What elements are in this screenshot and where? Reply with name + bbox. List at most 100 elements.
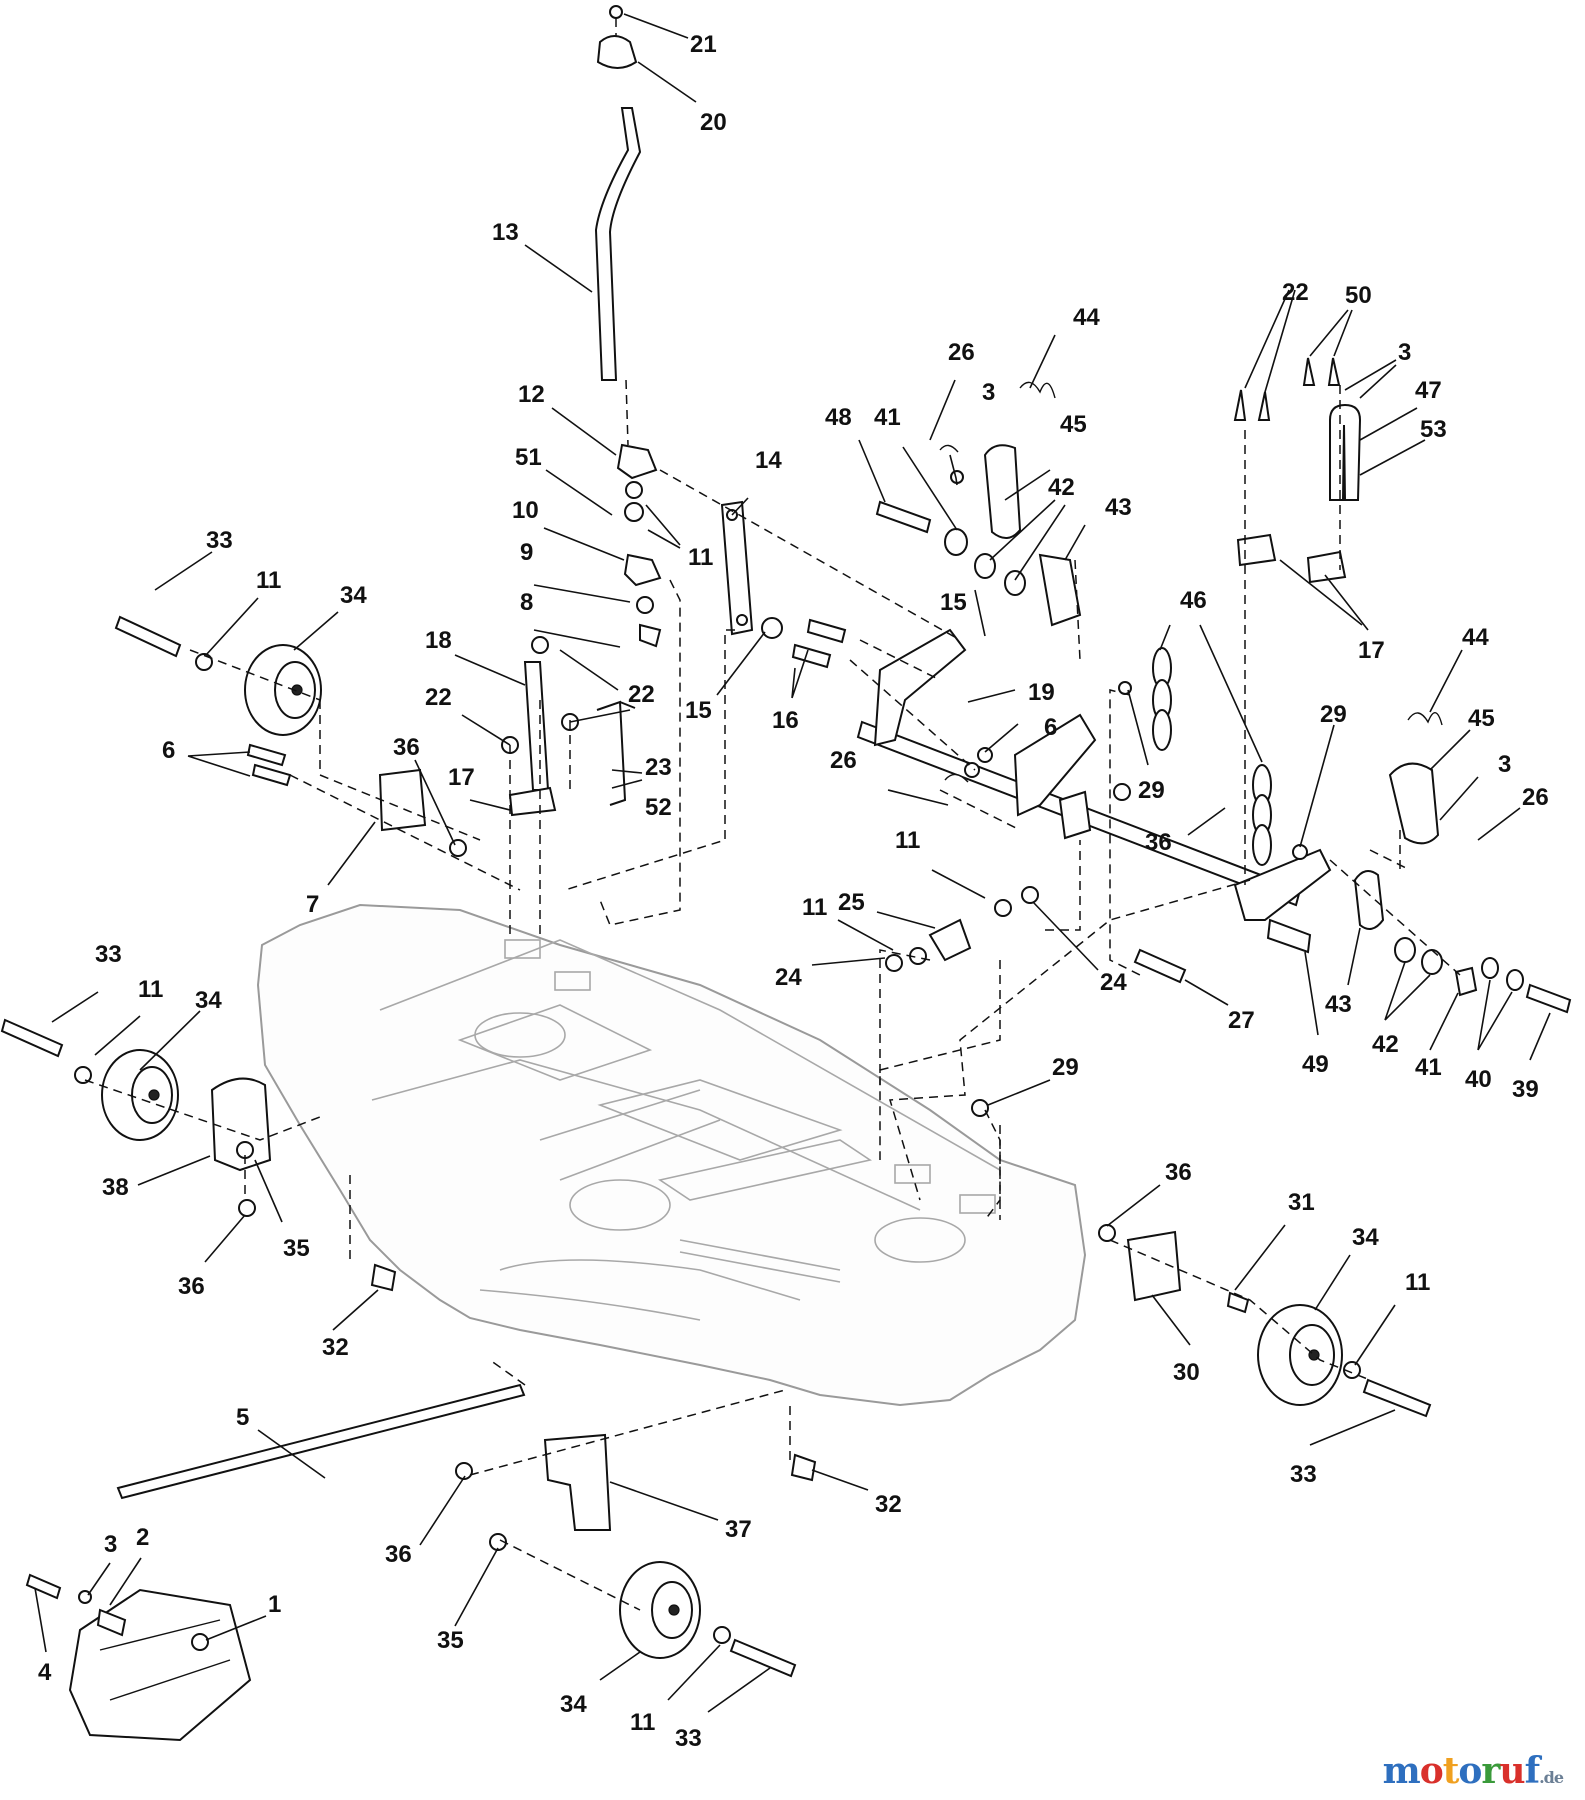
callout-34d: 34 — [560, 1691, 587, 1718]
callout-47: 47 — [1415, 377, 1442, 404]
callout-35: 35 — [283, 1235, 310, 1262]
gauge-wheel-part — [101, 1049, 179, 1141]
callout-8: 8 — [520, 589, 533, 616]
callout-23: 23 — [645, 754, 672, 781]
callout-48: 48 — [825, 404, 852, 431]
callout-52: 52 — [645, 794, 672, 821]
callout-11e: 11 — [138, 976, 163, 1003]
lift-arm-part — [873, 628, 967, 747]
watermark-letter: r — [1481, 1750, 1500, 1792]
callout-25: 25 — [838, 889, 865, 916]
spring-part — [1407, 712, 1443, 726]
callout-42: 42 — [1048, 474, 1075, 501]
callout-3: 3 — [982, 379, 995, 406]
callout-12: 12 — [518, 381, 545, 408]
callout-35b: 35 — [437, 1627, 464, 1654]
callout-11g: 11 — [630, 1709, 655, 1736]
callout-22: 22 — [628, 681, 655, 708]
bushing-part — [928, 918, 972, 962]
callout-26c: 26 — [1522, 784, 1549, 811]
callout-13: 13 — [492, 219, 519, 246]
gauge-wheel-part — [244, 644, 322, 736]
callout-50: 50 — [1345, 282, 1372, 309]
clip-part — [508, 786, 557, 817]
callout-42b: 42 — [1372, 1031, 1399, 1058]
u-link-part — [1329, 403, 1362, 501]
pivot-part — [623, 553, 662, 587]
callout-34c: 34 — [1352, 1224, 1379, 1251]
callout-17b: 17 — [1358, 637, 1385, 664]
callout-26b: 26 — [830, 747, 857, 774]
callout-40: 40 — [1465, 1066, 1492, 1093]
callout-3b: 3 — [1398, 339, 1411, 366]
lift-link — [720, 500, 783, 639]
left-bracket-part — [378, 768, 427, 832]
chain-part — [1152, 647, 1172, 751]
callout-45: 45 — [1060, 411, 1087, 438]
bolt-part — [0, 1018, 64, 1058]
wheel-bracket-part — [1126, 1230, 1182, 1302]
callout-26: 26 — [948, 339, 975, 366]
watermark-letter: f — [1524, 1750, 1540, 1792]
callout-6b: 6 — [1044, 714, 1057, 741]
callout-38: 38 — [102, 1174, 129, 1201]
callout-labels: 21 20 13 12 51 10 11 9 8 14 15 16 15 18 … — [38, 31, 1549, 1752]
mower-deck — [256, 903, 1087, 1407]
watermark-letter: t — [1442, 1750, 1460, 1792]
gauge-wheel-part — [1257, 1304, 1343, 1406]
callout-15b: 15 — [940, 589, 967, 616]
callout-11: 11 — [688, 544, 713, 571]
gauge-wheel-part — [619, 1561, 701, 1659]
bolt-part — [1525, 983, 1572, 1014]
bolt-part — [114, 615, 182, 658]
callout-1: 1 — [268, 1591, 281, 1618]
callout-3c: 3 — [1498, 751, 1511, 778]
lift-handle-rod-part — [594, 107, 642, 381]
callout-24b: 24 — [1100, 969, 1127, 996]
assembly-lines — [84, 18, 1461, 1611]
callout-36c: 36 — [178, 1273, 205, 1300]
callout-14: 14 — [755, 447, 782, 474]
callout-2: 2 — [136, 1524, 149, 1551]
callout-36b: 36 — [1145, 829, 1172, 856]
callout-46: 46 — [1180, 587, 1207, 614]
watermark-letter: m — [1382, 1750, 1421, 1792]
callout-43b: 43 — [1325, 991, 1352, 1018]
bolt-part — [791, 643, 832, 669]
callout-33d: 33 — [675, 1725, 702, 1752]
callout-29b: 29 — [1320, 701, 1347, 728]
bolt-part — [25, 1573, 62, 1600]
bolt-part — [1362, 1378, 1432, 1418]
clip-part — [1236, 533, 1277, 567]
bolt-part — [370, 1263, 397, 1292]
callout-53: 53 — [1420, 416, 1447, 443]
clip-part — [1306, 550, 1347, 584]
callout-36e: 36 — [385, 1541, 412, 1568]
callout-36: 36 — [393, 734, 420, 761]
callout-3d: 3 — [104, 1531, 117, 1558]
callout-17: 17 — [448, 764, 475, 791]
callout-34b: 34 — [195, 987, 222, 1014]
chain-part — [1252, 764, 1272, 866]
callout-27: 27 — [1228, 1007, 1255, 1034]
link-rod-part — [116, 1383, 526, 1500]
callout-15: 15 — [685, 697, 712, 724]
callout-29: 29 — [1138, 777, 1165, 804]
callout-39: 39 — [1512, 1076, 1539, 1103]
callout-31: 31 — [1288, 1189, 1315, 1216]
link-plate-part — [1038, 553, 1082, 627]
watermark-letter: o — [1458, 1750, 1482, 1792]
link-plate-part — [1353, 870, 1385, 930]
callout-11b: 11 — [256, 567, 281, 594]
callout-10: 10 — [512, 497, 539, 524]
callout-32: 32 — [322, 1334, 349, 1361]
hitch-bracket-part — [68, 1588, 252, 1742]
callout-7: 7 — [306, 891, 319, 918]
callout-11d: 11 — [802, 894, 827, 921]
callout-16: 16 — [772, 707, 799, 734]
watermark-letter: u — [1499, 1750, 1525, 1792]
lift-handle-assembly — [594, 5, 662, 648]
callout-33c: 33 — [1290, 1461, 1317, 1488]
watermark-suffix: .de — [1539, 1768, 1564, 1787]
